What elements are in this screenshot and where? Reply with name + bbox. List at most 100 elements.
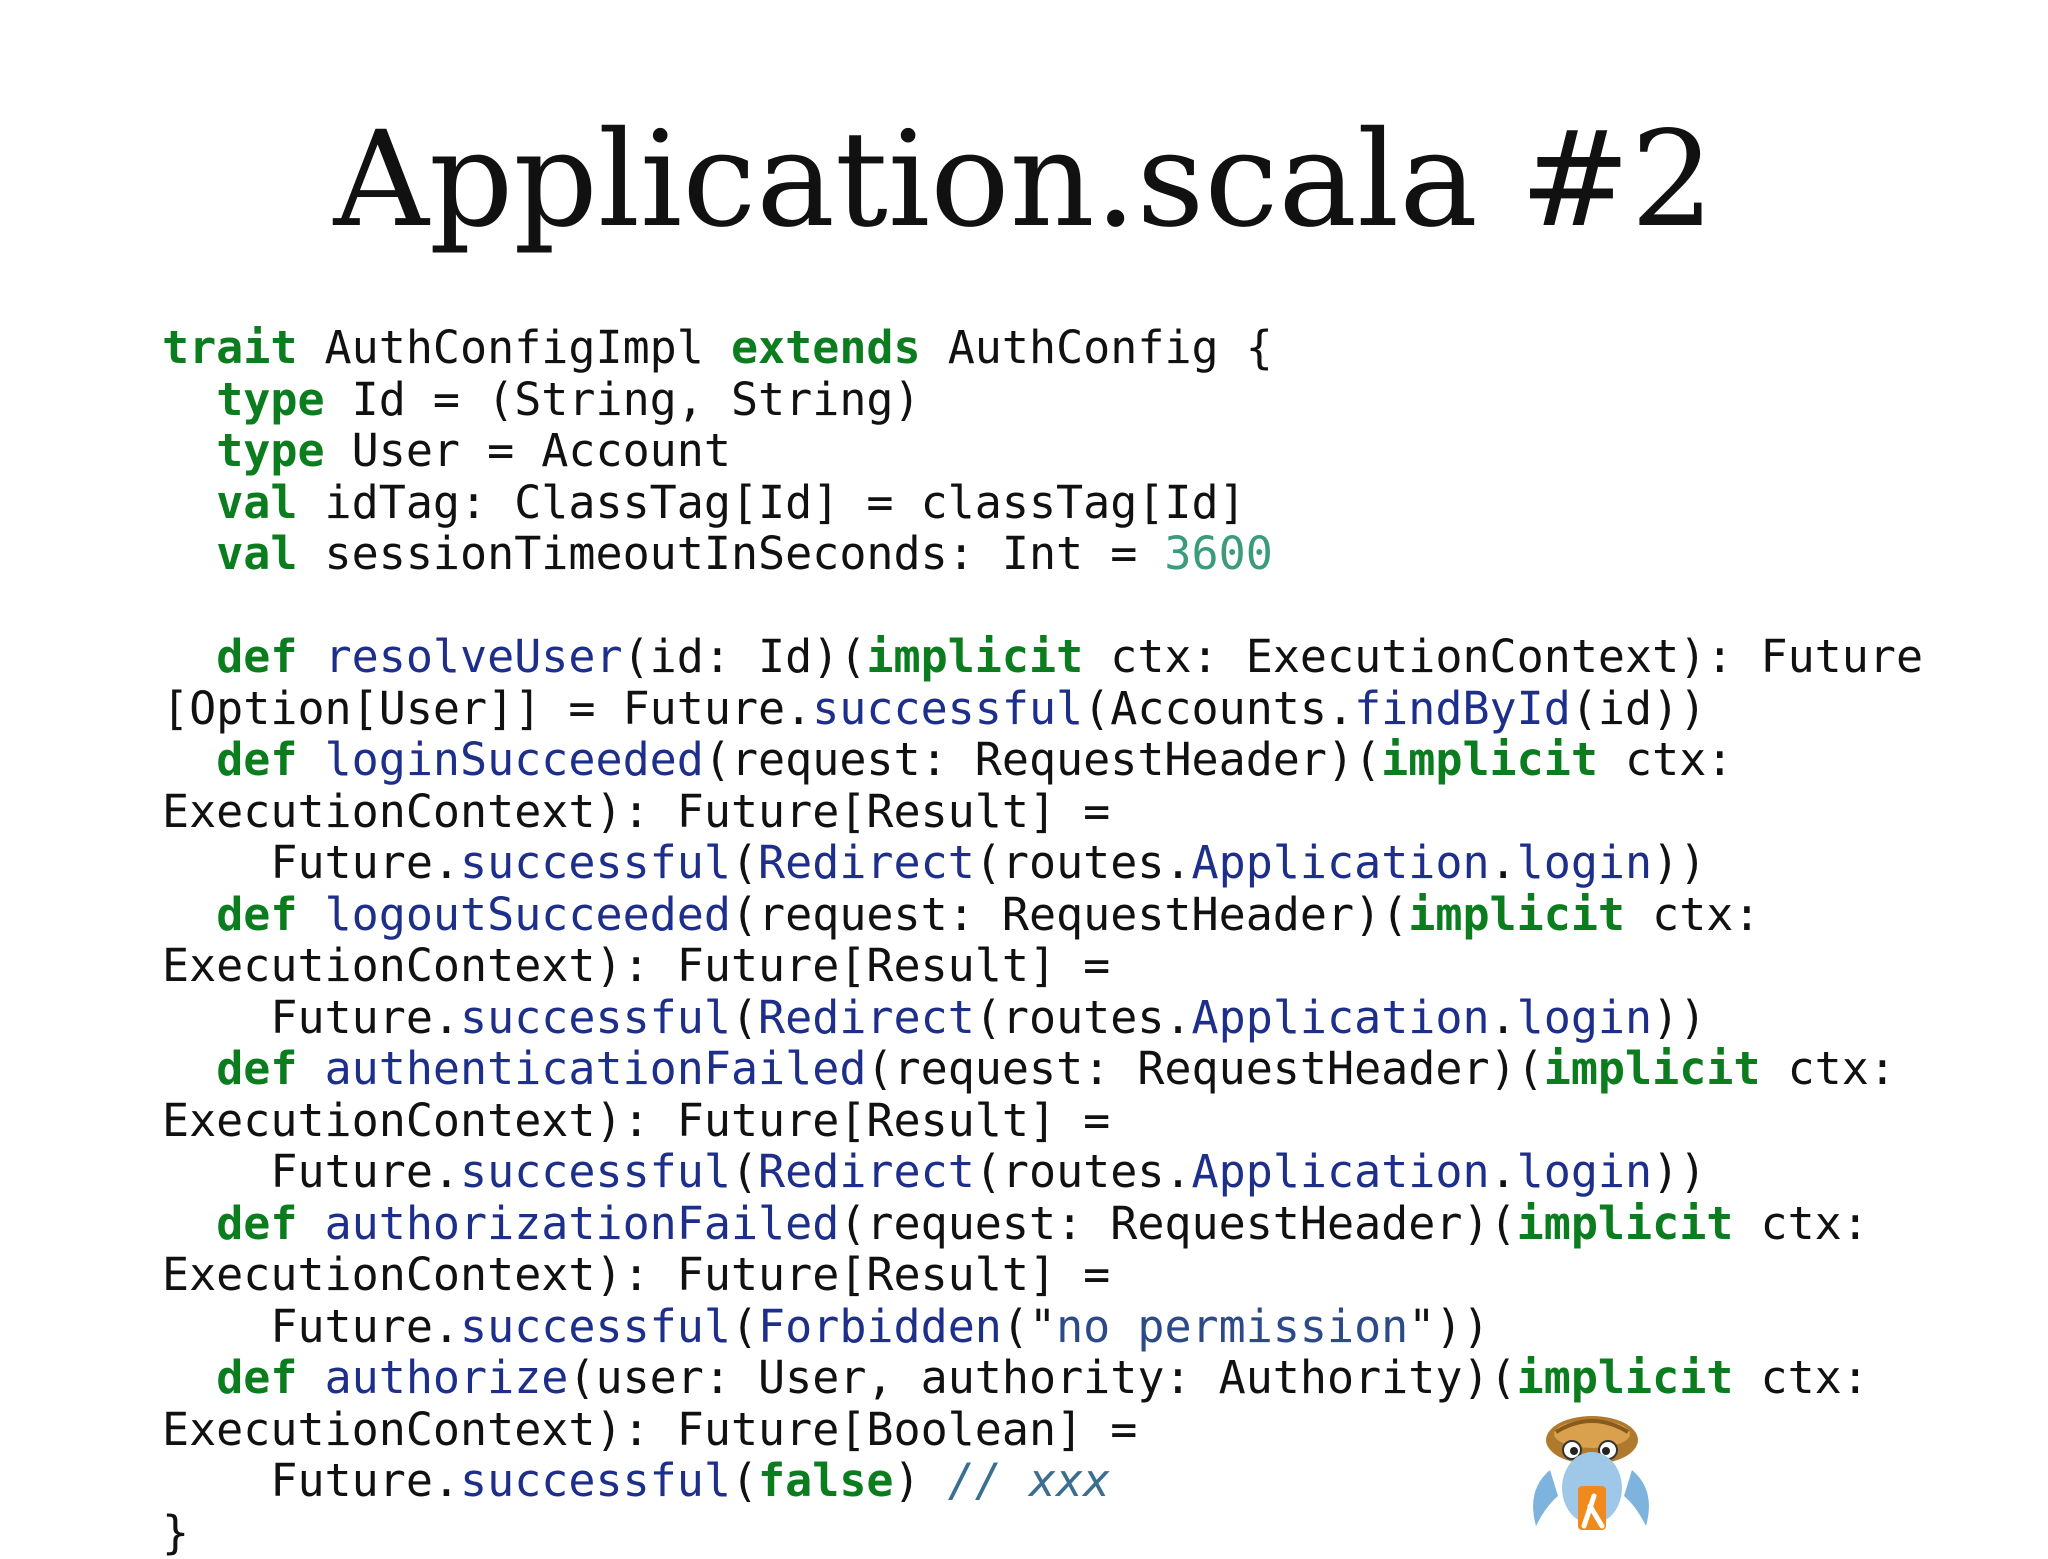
code-text bbox=[297, 1351, 324, 1404]
function-token: Redirect bbox=[758, 1145, 975, 1198]
code-line: } bbox=[162, 1505, 2002, 1559]
code-text: ExecutionContext): Future[Result] = bbox=[162, 784, 1111, 838]
function-token: authenticationFailed bbox=[324, 1042, 867, 1095]
code-line: def authorizationFailed(request: Request… bbox=[162, 1196, 2002, 1250]
code-text: User = Account bbox=[324, 424, 731, 477]
code-line: val idTag: ClassTag[Id] = classTag[Id] bbox=[162, 476, 2002, 529]
code-text: )) bbox=[1652, 836, 1707, 889]
code-text: )) bbox=[1652, 1145, 1707, 1198]
keyword-token: type bbox=[216, 372, 325, 426]
code-line: ExecutionContext): Future[Result] = bbox=[162, 940, 2002, 992]
code-text: } bbox=[162, 1505, 190, 1559]
code-line: Future.successful(Forbidden("no permissi… bbox=[162, 1299, 2002, 1353]
code-text: ( bbox=[730, 1299, 759, 1353]
code-line: type Id = (String, String) bbox=[162, 372, 2002, 426]
code-text bbox=[162, 527, 216, 580]
function-token: logoutSucceeded bbox=[324, 887, 731, 941]
code-text bbox=[297, 1197, 324, 1250]
function-token: resolveUser bbox=[324, 630, 623, 683]
code-text: (routes. bbox=[974, 836, 1192, 889]
code-text: AuthConfigImpl bbox=[297, 321, 731, 374]
code-text: ")) bbox=[1408, 1299, 1490, 1353]
code-text: sessionTimeoutInSeconds: Int = bbox=[297, 527, 1165, 580]
code-line: ExecutionContext): Future[Result] = bbox=[162, 1249, 2002, 1301]
function-token: successful bbox=[812, 681, 1084, 735]
code-text: ctx: bbox=[1760, 1042, 1896, 1095]
code-text: ExecutionContext): Future[Boolean] = bbox=[162, 1402, 1138, 1456]
function-token: authorizationFailed bbox=[324, 1196, 840, 1250]
code-line: Future.successful(Redirect(routes.Applic… bbox=[162, 990, 2002, 1044]
code-line: ExecutionContext): Future[Boolean] = bbox=[162, 1402, 2002, 1456]
code-line: trait AuthConfigImpl extends AuthConfig … bbox=[162, 322, 2002, 374]
keyword-token: val bbox=[216, 527, 298, 580]
code-line: ExecutionContext): Future[Result] = bbox=[162, 784, 2002, 838]
code-line: Future.successful(Redirect(routes.Applic… bbox=[162, 1146, 2002, 1198]
code-text: ctx: bbox=[1625, 887, 1761, 941]
code-line: def loginSucceeded(request: RequestHeade… bbox=[162, 734, 2002, 786]
code-line: Future.successful(false) // xxx bbox=[162, 1455, 2002, 1507]
code-text bbox=[297, 630, 324, 683]
code-text bbox=[162, 733, 216, 786]
function-token: successful bbox=[460, 1145, 731, 1198]
code-line: def resolveUser(id: Id)(implicit ctx: Ex… bbox=[162, 631, 2002, 683]
code-text: (request: RequestHeader)( bbox=[839, 1196, 1517, 1250]
code-text: Future. bbox=[162, 990, 461, 1044]
code-text: (Accounts. bbox=[1083, 681, 1355, 735]
code-text: (id)) bbox=[1570, 681, 1707, 735]
code-line: [Option[User]] = Future.successful(Accou… bbox=[162, 681, 2002, 735]
keyword-token: implicit bbox=[1516, 1196, 1734, 1250]
code-text bbox=[297, 1042, 324, 1095]
code-text bbox=[297, 888, 324, 941]
code-text: )) bbox=[1652, 990, 1707, 1044]
code-text: (request: RequestHeader)( bbox=[703, 733, 1382, 786]
code-text: (id: Id)( bbox=[622, 630, 867, 683]
function-token: successful bbox=[460, 836, 731, 889]
code-text: ExecutionContext): Future[Result] = bbox=[162, 1093, 1111, 1147]
keyword-token: implicit bbox=[1408, 887, 1626, 941]
function-token: Application bbox=[1191, 836, 1490, 889]
code-text: AuthConfig { bbox=[920, 321, 1273, 374]
code-text: Future. bbox=[162, 836, 461, 889]
function-token: successful bbox=[460, 990, 731, 1044]
code-block: trait AuthConfigImpl extends AuthConfig … bbox=[162, 322, 2002, 1558]
code-line bbox=[162, 580, 2002, 632]
keyword-token: false bbox=[758, 1454, 894, 1507]
code-text: ctx: bbox=[1733, 1351, 1869, 1404]
code-text bbox=[162, 888, 216, 941]
keyword-token: type bbox=[216, 424, 325, 477]
code-text: ctx: ExecutionContext): Future bbox=[1083, 630, 1924, 683]
function-token: Forbidden bbox=[758, 1299, 1002, 1353]
code-text: (request: RequestHeader)( bbox=[866, 1042, 1544, 1095]
function-token: login bbox=[1516, 990, 1653, 1044]
keyword-token: def bbox=[216, 887, 298, 941]
keyword-token: trait bbox=[162, 321, 298, 374]
code-text: (request: RequestHeader)( bbox=[730, 887, 1409, 941]
code-text bbox=[162, 579, 189, 632]
code-text: (routes. bbox=[974, 990, 1192, 1044]
keyword-token: def bbox=[216, 630, 298, 683]
code-text: (routes. bbox=[974, 1145, 1192, 1198]
keyword-token: extends bbox=[730, 321, 921, 374]
code-text: ExecutionContext): Future[Result] = bbox=[162, 939, 1111, 992]
code-text: Future. bbox=[162, 1299, 461, 1353]
function-token: findById bbox=[1354, 681, 1571, 735]
code-text: (user: User, authority: Authority)( bbox=[568, 1351, 1517, 1404]
string-token: no permission bbox=[1056, 1299, 1409, 1353]
code-text bbox=[162, 373, 216, 426]
function-token: loginSucceeded bbox=[324, 733, 704, 786]
code-text: Future. bbox=[162, 1145, 461, 1198]
code-text bbox=[297, 733, 324, 786]
keyword-token: implicit bbox=[866, 630, 1084, 683]
function-token: successful bbox=[460, 1454, 731, 1507]
code-text: Id = (String, String) bbox=[324, 372, 921, 426]
code-text: ctx: bbox=[1733, 1196, 1869, 1250]
code-line: val sessionTimeoutInSeconds: Int = 3600 bbox=[162, 528, 2002, 580]
code-text: ( bbox=[730, 836, 759, 889]
code-text: [Option[User]] = Future. bbox=[162, 681, 813, 735]
code-text: Future. bbox=[162, 1454, 461, 1507]
code-text bbox=[162, 630, 216, 683]
keyword-token: implicit bbox=[1516, 1351, 1734, 1404]
keyword-token: def bbox=[216, 1351, 298, 1404]
keyword-token: implicit bbox=[1381, 733, 1598, 786]
code-text bbox=[162, 1351, 216, 1404]
